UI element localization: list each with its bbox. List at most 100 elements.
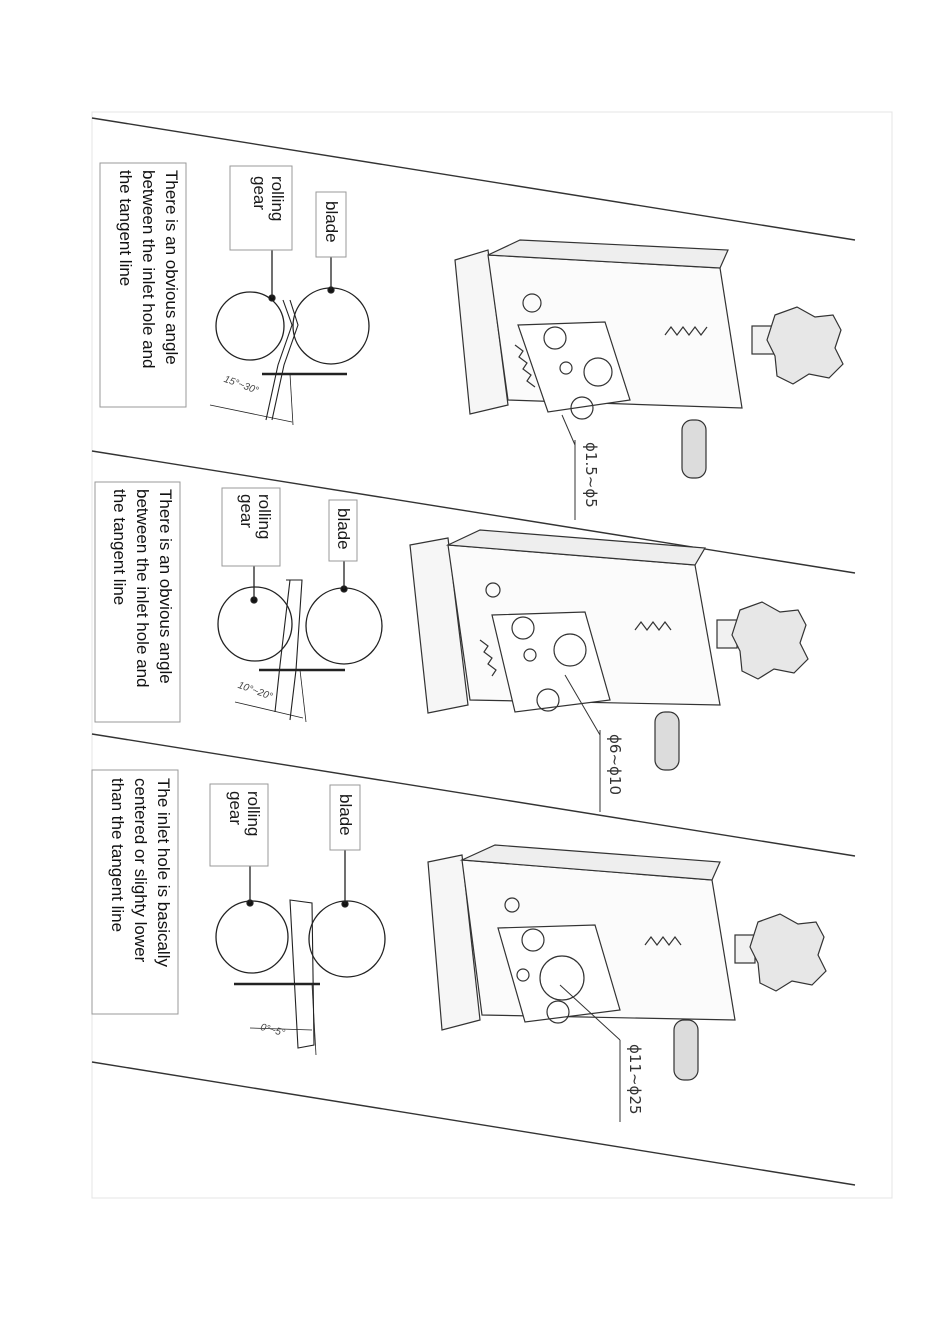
description-line: There is an obvious angle — [162, 170, 181, 365]
page-border — [91, 111, 893, 1199]
blade-circle — [308, 900, 386, 978]
panel-2-roller-diagram — [217, 561, 383, 723]
diameter-text: ϕ6~ϕ10 — [606, 734, 624, 795]
gear-teeth — [514, 344, 536, 388]
top-hole — [522, 293, 542, 313]
knob-upper — [511, 616, 535, 640]
top-hole — [504, 897, 520, 913]
panel-1-description: There is an obvious angle between the in… — [114, 170, 183, 369]
knob-lower — [536, 688, 560, 712]
blade-label-box — [329, 784, 361, 851]
star-knob — [766, 306, 844, 385]
divider-line-1 — [91, 117, 856, 241]
blade-text: blade — [336, 794, 355, 836]
screw-hole — [516, 968, 530, 982]
panel-3-diameter-range: ϕ11~ϕ25 — [626, 1044, 644, 1115]
blade-text: blade — [322, 201, 341, 243]
angle-line-2 — [234, 701, 304, 719]
panel-2-rolling-gear-label: rolling gear — [237, 494, 274, 539]
front-plate — [497, 924, 621, 1023]
gear-teeth — [479, 639, 497, 677]
frame-top — [445, 529, 707, 566]
description-line: than the tangent line — [108, 778, 127, 933]
blade-label-box — [315, 191, 347, 258]
panel-3-machine — [427, 844, 827, 1081]
handle-rod — [673, 1019, 699, 1081]
panel-2-blade-label: blade — [334, 508, 353, 550]
panel-2-diameter-range: ϕ6~ϕ10 — [606, 734, 624, 795]
handle-rod — [654, 711, 680, 771]
spring — [634, 621, 672, 631]
screw-hole — [559, 361, 573, 375]
description-line: the tangent line — [116, 170, 135, 287]
base-plate — [427, 854, 481, 1031]
blade-circle — [305, 587, 383, 665]
gear-label: gear — [226, 791, 245, 826]
panel-3-rolling-gear-label: rolling gear — [226, 791, 263, 837]
base-plate — [454, 249, 509, 415]
inlet-hole — [553, 633, 587, 667]
frame-top — [487, 239, 729, 269]
diameter-leader — [564, 674, 601, 736]
diameter-text: ϕ1.5~ϕ5 — [582, 442, 600, 508]
gear-label: gear — [250, 176, 269, 211]
diameter-leader — [561, 414, 576, 446]
knob-upper — [521, 928, 545, 952]
spring — [644, 936, 682, 946]
knob-lower — [570, 396, 594, 420]
description-box — [91, 769, 179, 1015]
inlet-hole — [539, 955, 585, 1001]
rolling-gear-circle — [217, 586, 293, 662]
panel-1-rolling-gear-label: rolling gear — [250, 176, 287, 222]
rolling-gear-circle — [215, 291, 285, 361]
description-line: between the inlet hole and — [133, 489, 152, 688]
angle-line-2 — [209, 404, 293, 423]
top-hole — [485, 582, 501, 598]
description-line: centered or slighty lower — [131, 778, 150, 963]
panel-3-description: The inlet hole is basically centered or … — [106, 778, 175, 967]
knob-lower — [546, 1000, 570, 1024]
angle-line-1 — [311, 983, 317, 1056]
blade-circle — [292, 287, 370, 365]
divider-line-3 — [91, 733, 856, 857]
panel-3-roller-diagram — [215, 850, 386, 1056]
panel-1-roller-diagram — [209, 250, 370, 426]
rolling-gear-label-box — [209, 783, 269, 867]
inlet-channel — [274, 579, 303, 721]
diameter-text: ϕ11~ϕ25 — [626, 1044, 644, 1115]
panel-2-machine — [409, 529, 809, 771]
divider-line-2 — [91, 450, 856, 574]
wire-path — [265, 299, 293, 421]
inlet-hole — [583, 357, 613, 387]
spring — [664, 326, 708, 336]
frame-top — [459, 844, 721, 881]
rolling-label: rolling — [268, 176, 287, 222]
blade-label-box — [328, 499, 358, 562]
gear-label: gear — [237, 494, 256, 529]
knob-upper — [543, 326, 567, 350]
wire-path-2 — [271, 299, 299, 421]
base-plate — [409, 537, 469, 714]
rolling-gear-label-box — [221, 487, 281, 567]
description-box — [99, 162, 187, 408]
rolling-label: rolling — [244, 791, 263, 837]
angle-line-1 — [289, 373, 294, 426]
diameter-leader — [559, 984, 621, 1041]
panel-1-diameter-range: ϕ1.5~ϕ5 — [582, 442, 600, 508]
angle-line-1 — [299, 669, 307, 723]
rolling-gear-label-box — [229, 165, 293, 251]
description-line: There is an obvious angle — [156, 489, 175, 684]
panel-1-blade-label: blade — [322, 201, 341, 243]
panel-3-blade-label: blade — [336, 794, 355, 836]
description-box — [94, 481, 181, 723]
star-knob — [731, 601, 809, 680]
handle-rod — [681, 419, 707, 479]
rolling-gear-circle — [215, 900, 289, 974]
blade-text: blade — [334, 508, 353, 550]
screw-hole — [523, 648, 537, 662]
panel-2-description: There is an obvious angle between the in… — [108, 489, 177, 688]
angle-line-2 — [249, 1027, 313, 1031]
description-line: between the inlet hole and — [139, 170, 158, 369]
divider-line-4 — [91, 1061, 856, 1186]
